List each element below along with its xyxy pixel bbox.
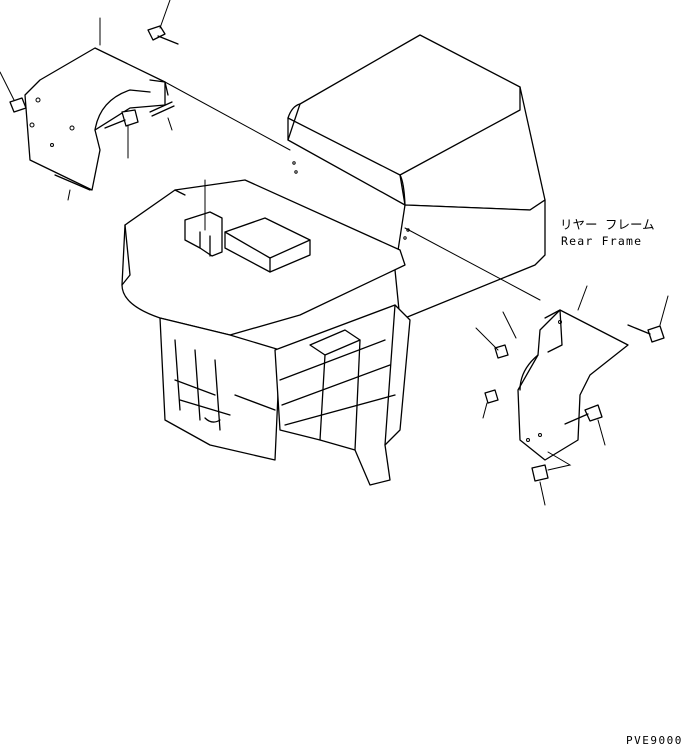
left-cover-bracket — [24, 47, 169, 191]
rear-frame-label-jp: リヤー フレーム — [560, 217, 655, 232]
engine-hood — [287, 34, 546, 211]
bolt-left-upper — [147, 25, 179, 45]
rear-frame-body — [394, 199, 546, 321]
rear-frame-assembly — [121, 34, 546, 486]
bolt-right-middle — [564, 404, 603, 425]
rear-frame-label-en: Rear Frame — [561, 234, 642, 248]
nut-right-left — [484, 389, 499, 404]
drawing-code: PVE9000 — [626, 734, 683, 745]
right-cover-bracket — [517, 309, 629, 461]
lower-frame — [159, 317, 281, 461]
deck-plate — [121, 179, 406, 336]
counterweight-frame — [274, 304, 411, 486]
bolt-left-middle — [104, 109, 139, 129]
clip-right — [494, 344, 509, 359]
nut-right-lower — [531, 464, 549, 482]
bolt-right-upper — [627, 324, 665, 343]
deck-tab — [184, 211, 223, 257]
leader-lines — [0, 0, 669, 506]
shim-strip-left — [149, 101, 175, 117]
nut-left — [9, 97, 27, 113]
